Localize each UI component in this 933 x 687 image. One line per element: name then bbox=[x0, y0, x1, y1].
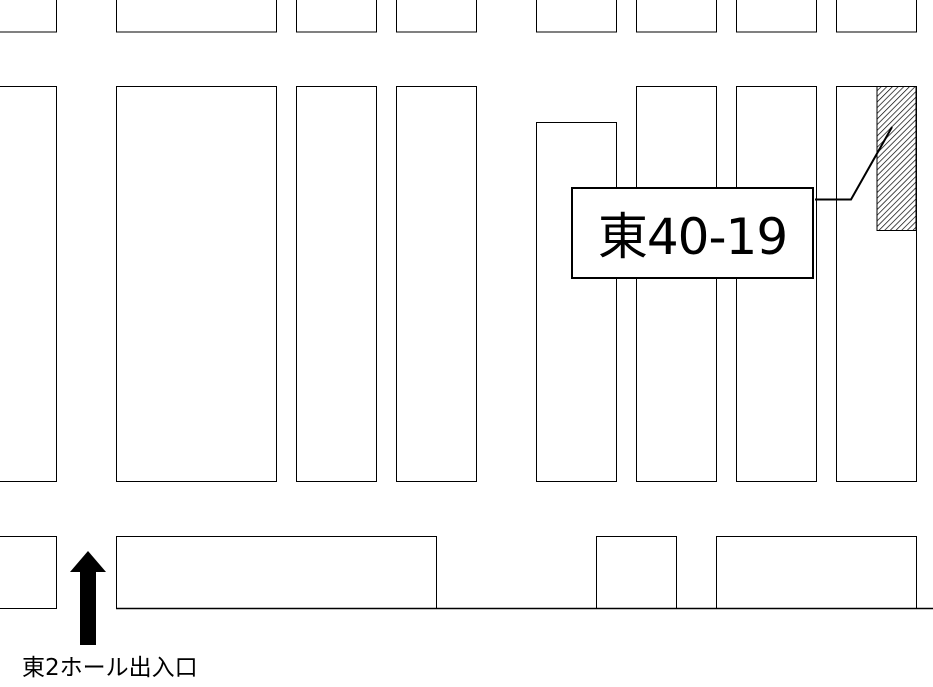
booth-block bbox=[396, 86, 477, 482]
booth-label: 東40-19 bbox=[571, 187, 814, 279]
up-arrow-icon bbox=[70, 551, 106, 645]
leader-line bbox=[815, 126, 893, 201]
booth-block bbox=[116, 0, 277, 33]
booth-block bbox=[636, 0, 717, 33]
booth-block bbox=[736, 86, 817, 482]
booth-block bbox=[296, 0, 377, 33]
booth-block bbox=[116, 86, 277, 482]
booth-block bbox=[116, 536, 437, 609]
entrance-label: 東2ホール出入口 bbox=[22, 655, 198, 681]
booth-block bbox=[396, 0, 477, 33]
booth-block bbox=[716, 536, 917, 609]
booth-block bbox=[296, 86, 377, 482]
booth-block bbox=[636, 86, 717, 482]
booth-block bbox=[596, 536, 677, 609]
booth-block bbox=[0, 536, 57, 609]
booth-block bbox=[536, 0, 617, 33]
booth-block bbox=[0, 0, 57, 33]
booth-block bbox=[536, 122, 617, 482]
booth-block bbox=[836, 0, 917, 33]
booth-block bbox=[736, 0, 817, 33]
highlighted-booth[interactable] bbox=[876, 86, 917, 231]
booth-block bbox=[0, 86, 57, 482]
